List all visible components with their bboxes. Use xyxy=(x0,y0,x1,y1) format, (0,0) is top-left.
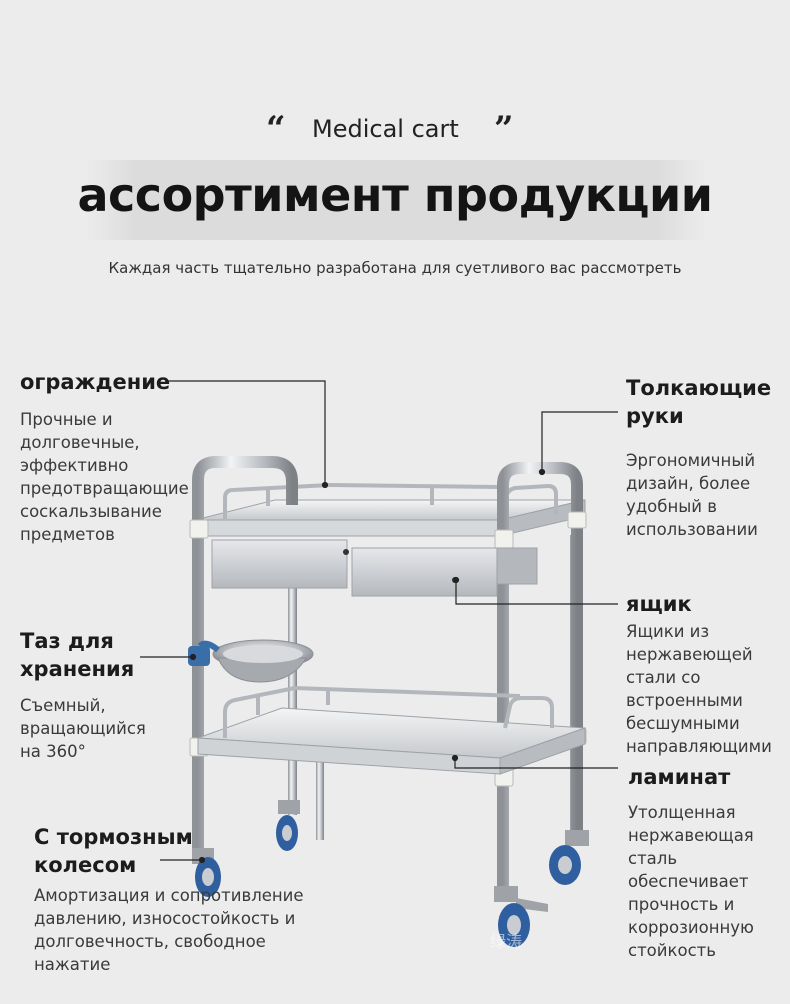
front-poles xyxy=(192,456,583,900)
drawer-leader xyxy=(455,580,618,605)
brake-wheel-desc-line: Амортизация и сопротивление xyxy=(34,886,304,905)
brake-wheel-title: С тормозным колесом xyxy=(34,823,193,879)
push-handle-desc-line: использовании xyxy=(626,520,758,539)
drawer-desc-line: Ящики из xyxy=(626,622,710,641)
push-handle-desc-line: удобный в xyxy=(626,497,717,516)
guardrail-desc-line: предметов xyxy=(20,525,115,544)
storage-basin xyxy=(188,639,314,683)
push-handle-title-line: руки xyxy=(626,404,684,428)
guardrail-desc-line: долговечные, xyxy=(20,433,140,452)
push-handle-leader xyxy=(541,411,618,472)
laminate-desc-line: Утолщенная xyxy=(628,803,736,822)
drawer-desc-line: стали со xyxy=(626,668,701,687)
page-title: ассортимент продукции xyxy=(77,168,713,222)
guardrail-desc-line: соскальзывание xyxy=(20,502,162,521)
open-quote-mark: “ xyxy=(266,109,286,149)
push-handle-title-line: Толкающие xyxy=(626,376,772,400)
lower-guardrail xyxy=(223,686,554,738)
close-quote-mark: ” xyxy=(494,109,514,149)
brake-wheel-desc-line: давлению, износостойкость и xyxy=(34,909,296,928)
laminate-desc-line: сталь xyxy=(628,849,678,868)
guardrail-desc-line: эффективно xyxy=(20,456,129,475)
basin-desc-line: на 360° xyxy=(20,742,86,761)
callout-lines xyxy=(140,380,618,864)
laminate-desc-line: коррозионную xyxy=(628,918,754,937)
laminate-desc-line: прочность и xyxy=(628,895,735,914)
lower-tray xyxy=(197,707,586,775)
tagline: Каждая часть тщательно разработана для с… xyxy=(108,259,682,277)
guardrail-desc-line: предотвращающие xyxy=(20,479,189,498)
drawer-desc-line: встроенными xyxy=(626,691,743,710)
push-handle-title: Толкающие руки xyxy=(626,374,771,430)
push-handle-desc-line: Эргономичный xyxy=(626,451,756,470)
drawer-desc-line: направляющими xyxy=(626,737,772,756)
laminate-desc-line: обеспечивает xyxy=(628,872,749,891)
basin-title-line: Таз для xyxy=(20,629,114,653)
basin-title-line: хранения xyxy=(20,657,135,681)
guardrail-desc-line: Прочные и xyxy=(20,410,113,429)
drawer-title: ящик xyxy=(626,592,692,616)
laminate-leader xyxy=(454,758,618,769)
brake-wheel-desc-line: долговечность, свободное xyxy=(34,932,266,951)
laminate-description: Утолщенная нержавеющая сталь обеспечивае… xyxy=(628,801,754,962)
brake-wheels xyxy=(192,800,589,947)
brake-wheel-desc-line: нажатие xyxy=(34,955,111,974)
watermark: 绿涛 xyxy=(490,932,523,951)
drawer-desc-line: нержавеющей xyxy=(626,645,753,664)
title-banner xyxy=(86,160,706,240)
guardrail-title: ограждение xyxy=(20,370,171,394)
basin-desc-line: вращающийся xyxy=(20,719,146,738)
basin-title: Таз для хранения xyxy=(20,627,134,683)
brake-wheel-description: Амортизация и сопротивление давлению, из… xyxy=(34,884,304,976)
upper-tray xyxy=(194,499,586,537)
push-handle-description: Эргономичный дизайн, более удобный в исп… xyxy=(626,449,758,541)
laminate-desc-line: нержавеющая xyxy=(628,826,754,845)
drawer-desc-line: бесшумными xyxy=(626,714,740,733)
push-handle-desc-line: дизайн, более xyxy=(626,474,751,493)
guardrail-leader xyxy=(168,380,326,485)
basin-desc-line: Съемный, xyxy=(20,696,106,715)
guardrail-description: Прочные и долговечные, эффективно предот… xyxy=(20,408,189,546)
subtitle: Medical cart xyxy=(312,115,459,143)
drawer-description: Ящики из нержавеющей стали со встроенным… xyxy=(626,620,772,758)
brake-wheel-title-line: С тормозным xyxy=(34,825,193,849)
laminate-title: ламинат xyxy=(628,765,731,789)
brake-wheel-title-line: колесом xyxy=(34,853,137,877)
drawers xyxy=(211,539,538,597)
basin-description: Съемный, вращающийся на 360° xyxy=(20,694,146,763)
laminate-desc-line: стойкость xyxy=(628,941,716,960)
